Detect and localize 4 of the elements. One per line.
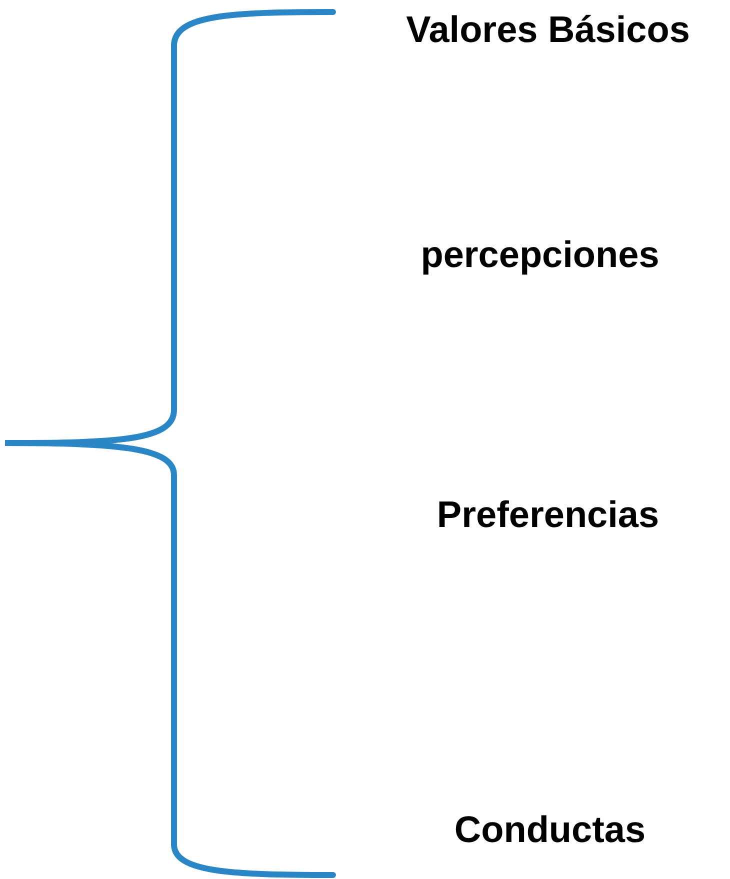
label-text: Preferencias <box>436 494 660 536</box>
label-text: percepciones <box>420 234 660 276</box>
label-text: Valores Básicos <box>406 9 690 51</box>
label-text: Conductas <box>454 809 646 851</box>
